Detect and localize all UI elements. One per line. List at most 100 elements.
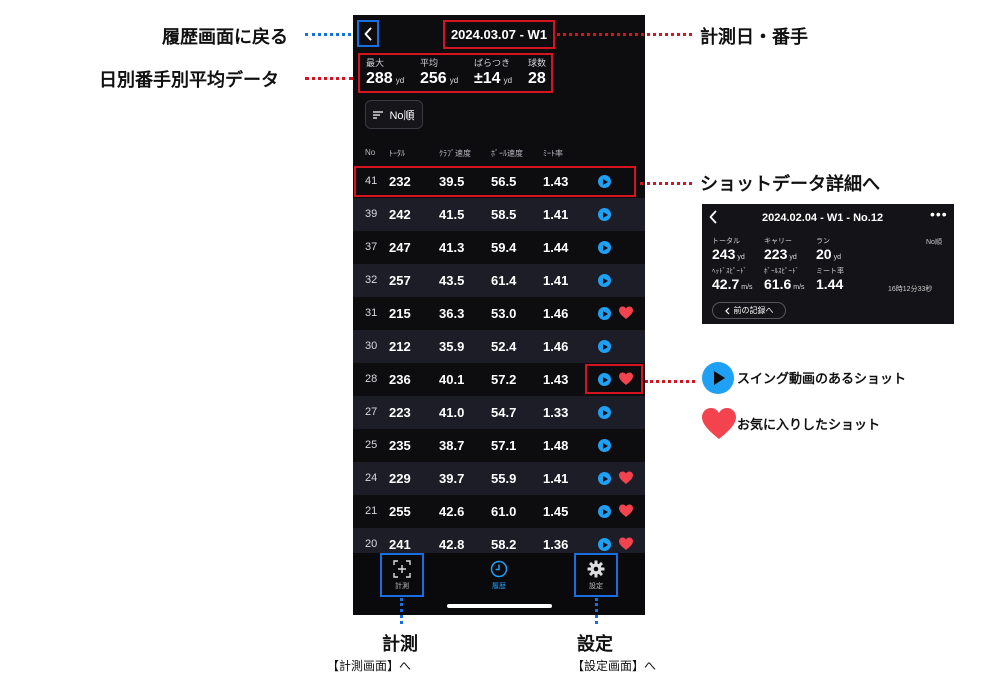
cell-smash: 1.46 (543, 339, 569, 354)
cell-total: 241 (389, 537, 411, 552)
heart-icon[interactable] (619, 537, 633, 551)
annotation-shot-detail: ショットデータ詳細へ (700, 174, 880, 194)
play-icon[interactable] (598, 538, 611, 551)
previous-record-button[interactable]: 前の記録へ (712, 302, 786, 319)
play-icon[interactable] (598, 208, 611, 221)
tab-history[interactable]: 履歴 (477, 553, 521, 597)
cell-smash: 1.41 (543, 207, 569, 222)
annotation-date-club: 計測日・番手 (700, 27, 808, 47)
annotation-settings-title: 設定 (577, 634, 613, 654)
cell-club: 41.5 (439, 207, 465, 222)
tab-settings[interactable]: 設定 (574, 553, 618, 597)
play-icon[interactable] (598, 373, 611, 386)
back-button[interactable] (357, 20, 379, 47)
detail-stat-value: 20 (816, 246, 832, 262)
heart-icon[interactable] (619, 504, 633, 518)
cell-no: 39 (365, 208, 378, 220)
cell-total: 242 (389, 207, 411, 222)
detail-stat-label: ﾎﾞｰﾙｽﾋﾟｰﾄﾞ (764, 268, 799, 275)
cell-no: 27 (365, 406, 378, 418)
cell-club: 41.0 (439, 405, 465, 420)
stat-value: 256 (420, 70, 447, 87)
tab-measure[interactable]: 計測 (380, 553, 424, 597)
cell-ball: 54.7 (491, 405, 517, 420)
annotation-measure-sub: 【計測画面】へ (327, 659, 412, 673)
detail-stat-label: キャリー (764, 238, 792, 245)
annotation-line (557, 33, 692, 36)
detail-stat-smash: ミート率 1.44 (816, 266, 844, 294)
annotation-measure-title: 計測 (382, 634, 418, 654)
heart-icon[interactable] (619, 306, 633, 320)
cell-club: 42.8 (439, 537, 465, 552)
stat-ball-count: 球数 28 (528, 57, 546, 89)
cell-ball: 53.0 (491, 306, 517, 321)
column-header-club-speed: ｸﾗﾌﾞ速度 (439, 149, 471, 158)
previous-record-label: 前の記録へ (733, 306, 774, 315)
heart-icon[interactable] (619, 471, 633, 485)
annotation-line (640, 182, 692, 185)
cell-ball: 56.5 (491, 174, 517, 189)
play-icon[interactable] (598, 307, 611, 320)
measure-icon (393, 559, 411, 578)
cell-total: 212 (389, 339, 411, 354)
detail-stat-value: 223 (764, 246, 788, 262)
annotation-settings-sub: 【設定画面】へ (572, 659, 657, 673)
annotation-line (305, 77, 353, 80)
cell-no: 25 (365, 439, 378, 451)
play-icon[interactable] (598, 274, 611, 287)
annotation-line (305, 33, 351, 36)
cell-ball: 57.2 (491, 372, 517, 387)
stat-value: ±14 (474, 70, 501, 87)
detail-stat-unit: m/s (741, 284, 753, 291)
cell-club: 35.9 (439, 339, 465, 354)
stat-value: 288 (366, 70, 393, 87)
play-icon[interactable] (598, 505, 611, 518)
cell-smash: 1.45 (543, 504, 569, 519)
detail-order: No順 (926, 239, 942, 246)
cell-smash: 1.43 (543, 174, 569, 189)
more-icon: ••• (930, 206, 948, 222)
cell-club: 40.1 (439, 372, 465, 387)
cell-total: 215 (389, 306, 411, 321)
column-headers: No ﾄｰﾀﾙ ｸﾗﾌﾞ速度 ﾎﾞｰﾙ速度 ﾐｰﾄ率 (353, 148, 645, 162)
cell-total: 247 (389, 240, 411, 255)
detail-stat-unit: yd (789, 254, 797, 261)
sort-button-label: No順 (389, 109, 415, 122)
play-icon[interactable] (598, 175, 611, 188)
play-icon[interactable] (598, 472, 611, 485)
play-icon[interactable] (598, 439, 611, 452)
cell-no: 31 (365, 307, 378, 319)
play-icon[interactable] (598, 406, 611, 419)
play-legend-icon (702, 362, 734, 394)
cell-club: 36.3 (439, 306, 465, 321)
cell-no: 20 (365, 538, 378, 550)
cell-club: 43.5 (439, 273, 465, 288)
detail-stat-value: 1.44 (816, 276, 844, 292)
cell-no: 37 (365, 241, 378, 253)
cell-smash: 1.43 (543, 372, 569, 387)
play-icon[interactable] (598, 340, 611, 353)
sort-button[interactable]: No順 (365, 100, 423, 129)
stat-value: 28 (528, 70, 546, 87)
cell-total: 255 (389, 504, 411, 519)
play-icon[interactable] (598, 241, 611, 254)
clock-icon (490, 560, 508, 577)
detail-title: 2024.02.04 - W1 - No.12 (762, 212, 884, 224)
heart-icon[interactable] (619, 372, 633, 386)
gear-icon (587, 560, 605, 577)
